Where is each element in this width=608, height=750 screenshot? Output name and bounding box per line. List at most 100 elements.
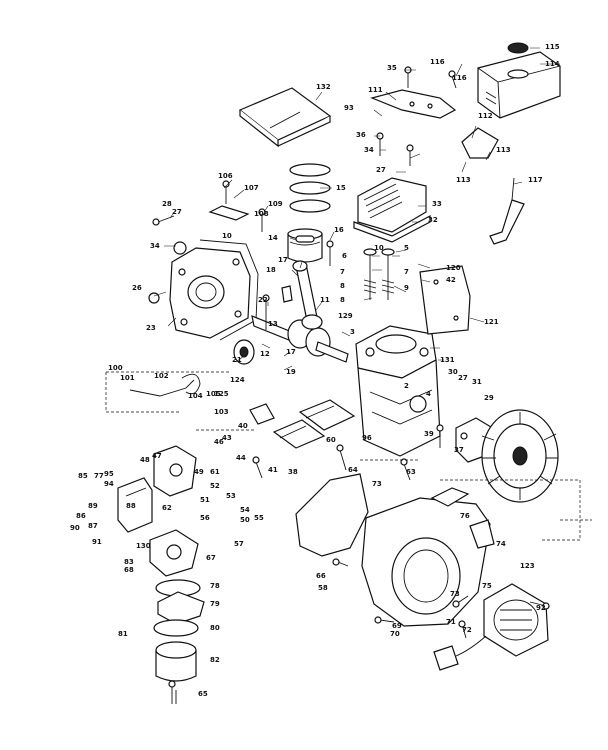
part-number-label: 115 bbox=[545, 43, 560, 51]
part-number-label: 121 bbox=[484, 318, 499, 326]
part-number-label: 116 bbox=[452, 74, 467, 82]
part-number-label: 117 bbox=[528, 176, 543, 184]
fuel-cap bbox=[507, 42, 529, 54]
part-number-label: 86 bbox=[76, 512, 86, 520]
part-number-label: 109 bbox=[268, 200, 283, 208]
part-number-label: 63 bbox=[406, 468, 416, 476]
part-number-label: 103 bbox=[214, 408, 229, 416]
part-number-label: 10 bbox=[374, 244, 384, 252]
part-number-label: 10 bbox=[222, 232, 232, 240]
part-number-label: 17 bbox=[286, 348, 296, 356]
fuel-filter bbox=[155, 641, 197, 704]
part-number-label: 113 bbox=[496, 146, 511, 154]
part-number-label: 55 bbox=[254, 514, 264, 522]
part-number-label: 60 bbox=[326, 436, 336, 444]
starter-handle bbox=[433, 645, 459, 671]
part-number-label: 31 bbox=[472, 378, 482, 386]
part-number-label: 104 bbox=[188, 392, 203, 400]
piston-pin bbox=[295, 235, 315, 243]
tank-bracket bbox=[370, 89, 499, 159]
fuel-tank bbox=[477, 42, 561, 119]
gasket-cover bbox=[199, 239, 259, 341]
part-number-label: 100 bbox=[108, 364, 123, 372]
part-number-label: 9 bbox=[404, 284, 409, 292]
part-number-label: 48 bbox=[140, 456, 150, 464]
exhaust-pipe bbox=[489, 177, 525, 245]
part-number-label: 85 bbox=[78, 472, 88, 480]
part-number-label: 51 bbox=[200, 496, 210, 504]
part-number-label: 68 bbox=[124, 566, 134, 574]
part-number-label: 75 bbox=[482, 582, 492, 590]
part-number-label: 80 bbox=[210, 624, 220, 632]
part-number-label: 132 bbox=[316, 83, 331, 91]
part-number-label: 96 bbox=[362, 434, 372, 442]
rewind-starter bbox=[433, 583, 549, 671]
part-number-label: 50 bbox=[240, 516, 250, 524]
part-number-label: 73 bbox=[372, 480, 382, 488]
part-number-label: 123 bbox=[520, 562, 535, 570]
part-number-label: 27 bbox=[172, 208, 182, 216]
part-number-label: 53 bbox=[226, 492, 236, 500]
part-number-label: 79 bbox=[210, 600, 220, 608]
carburetor-stack bbox=[117, 445, 205, 637]
part-number-label: 61 bbox=[210, 468, 220, 476]
part-number-label: 83 bbox=[124, 558, 134, 566]
part-number-label: 2 bbox=[404, 382, 409, 390]
part-number-label: 102 bbox=[154, 372, 169, 380]
blower-housing bbox=[295, 473, 495, 627]
part-number-label: 13 bbox=[268, 320, 278, 328]
part-number-label: 57 bbox=[234, 540, 244, 548]
part-number-label: 70 bbox=[390, 630, 400, 638]
part-number-label: 76 bbox=[460, 512, 470, 520]
part-number-label: 58 bbox=[318, 584, 328, 592]
part-number-label: 38 bbox=[288, 468, 298, 476]
leader-lines bbox=[153, 47, 560, 371]
part-number-label: 32 bbox=[428, 216, 438, 224]
part-number-label: 116 bbox=[430, 58, 445, 66]
part-number-label: 62 bbox=[162, 504, 172, 512]
part-number-label: 95 bbox=[104, 470, 114, 478]
part-number-label: 54 bbox=[240, 506, 250, 514]
part-number-label: 30 bbox=[448, 368, 458, 376]
part-number-label: 5 bbox=[404, 244, 409, 252]
part-number-label: 41 bbox=[268, 466, 278, 474]
part-number-label: 42 bbox=[446, 276, 456, 284]
part-number-label: 56 bbox=[200, 514, 210, 522]
part-number-label: 34 bbox=[364, 146, 374, 154]
part-number-label: 47 bbox=[152, 452, 162, 460]
part-number-label: 6 bbox=[342, 252, 347, 260]
part-number-label: 73 bbox=[450, 590, 460, 598]
part-number-label: 114 bbox=[545, 60, 560, 68]
part-number-label: 18 bbox=[266, 266, 276, 274]
part-number-label: 35 bbox=[387, 64, 397, 72]
part-number-label: 39 bbox=[424, 430, 434, 438]
part-number-label: 43 bbox=[222, 434, 232, 442]
part-number-label: 124 bbox=[230, 376, 245, 384]
part-number-label: 49 bbox=[194, 468, 204, 476]
governor-parts bbox=[148, 205, 293, 304]
part-number-label: 17 bbox=[278, 256, 288, 264]
part-number-label: 11 bbox=[320, 296, 330, 304]
part-number-label: 74 bbox=[496, 540, 506, 548]
part-number-label: 52 bbox=[210, 482, 220, 490]
part-number-label: 107 bbox=[244, 184, 259, 192]
part-number-label: 94 bbox=[104, 480, 114, 488]
part-number-label: 81 bbox=[118, 630, 128, 638]
part-number-label: 27 bbox=[376, 166, 386, 174]
part-number-label: 120 bbox=[446, 264, 461, 272]
part-number-label: 4 bbox=[426, 390, 431, 398]
part-number-label: 8 bbox=[340, 296, 345, 304]
part-number-label: 21 bbox=[232, 356, 242, 364]
part-number-label: 26 bbox=[132, 284, 142, 292]
cylinder-block bbox=[355, 325, 441, 457]
air-filter-element bbox=[238, 87, 332, 148]
fasteners bbox=[152, 66, 550, 704]
part-number-label: 64 bbox=[348, 466, 358, 474]
part-number-label: 71 bbox=[446, 618, 456, 626]
part-number-label: 23 bbox=[146, 324, 156, 332]
part-number-label: 87 bbox=[88, 522, 98, 530]
flywheel bbox=[481, 409, 559, 503]
part-number-label: 129 bbox=[338, 312, 353, 320]
